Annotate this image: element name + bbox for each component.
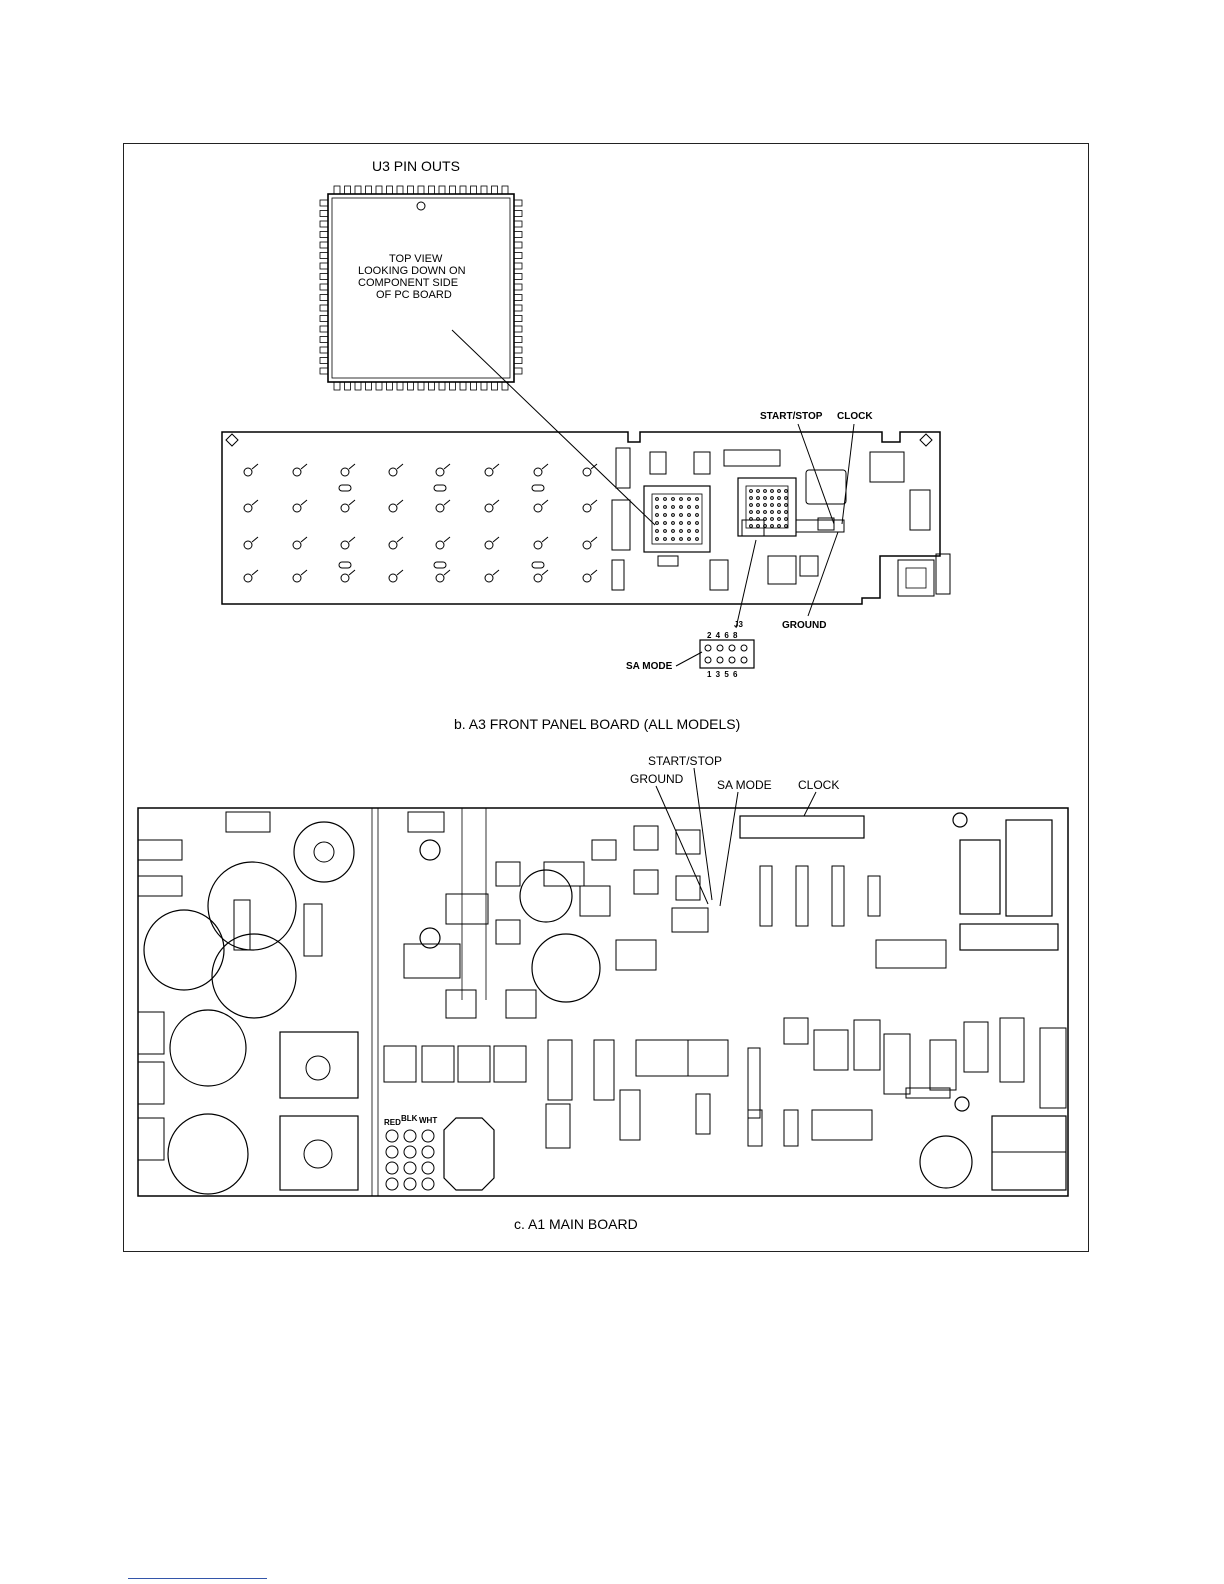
a1-j640-connector bbox=[1040, 1028, 1066, 1108]
a1-ic-chip bbox=[814, 1030, 848, 1070]
a1-terminal bbox=[404, 1130, 416, 1142]
a1-terminal bbox=[404, 1178, 416, 1190]
a1-ic-chip bbox=[548, 1040, 572, 1100]
a1-terminal bbox=[404, 1146, 416, 1158]
a1-ic-chip bbox=[620, 1090, 640, 1140]
a1-ic-chip bbox=[636, 1040, 688, 1076]
a1-ic-chip bbox=[876, 940, 946, 968]
a1-ic-chip bbox=[930, 1040, 956, 1090]
a1-cap-c407 bbox=[168, 1114, 248, 1194]
a1-sa-mode-leader bbox=[720, 792, 738, 906]
a1-terminal bbox=[404, 1162, 416, 1174]
a1-ic-chip bbox=[546, 1104, 570, 1148]
a1-ic-chip bbox=[796, 866, 808, 926]
a1-ic-chip bbox=[544, 862, 584, 886]
a1-ic-chip bbox=[964, 1022, 988, 1072]
a1-ic-chip bbox=[592, 840, 616, 860]
a1-ic-chip bbox=[784, 1018, 808, 1044]
a1-cap-c405 bbox=[212, 934, 296, 1018]
a1-cap-c410 bbox=[294, 822, 354, 882]
a1-caption: c. A1 MAIN BOARD bbox=[514, 1216, 638, 1232]
a1-clock-label: CLOCK bbox=[798, 778, 839, 792]
a1-terminal bbox=[422, 1130, 434, 1142]
a1-sa-mode-label: SA MODE bbox=[717, 778, 772, 792]
a1-j601-connector bbox=[992, 1116, 1066, 1190]
a1-cap-c643 bbox=[532, 934, 600, 1002]
a1-terminal bbox=[386, 1178, 398, 1190]
a1-board-outline bbox=[138, 808, 1068, 1196]
a1-cap-c642 bbox=[520, 870, 572, 922]
a1-ic-chip bbox=[446, 990, 476, 1018]
a1-terminal bbox=[386, 1162, 398, 1174]
a1-terminal bbox=[422, 1146, 434, 1158]
a1-ic-chip bbox=[616, 940, 656, 970]
a1-ic-chip bbox=[868, 876, 880, 916]
a1-blk-label: BLK bbox=[401, 1114, 417, 1123]
a1-ic-chip bbox=[580, 886, 610, 916]
a1-ic-chip bbox=[760, 866, 772, 926]
a1-start-stop-leader bbox=[694, 768, 712, 900]
a1-u604-chip bbox=[740, 816, 864, 838]
a1-ic-chip bbox=[748, 1048, 760, 1118]
a1-ic-chip bbox=[784, 1110, 798, 1146]
a1-ic-array bbox=[446, 840, 1024, 1148]
a1-j451-connector bbox=[1006, 820, 1052, 916]
footer-rule bbox=[128, 1578, 267, 1579]
a1-start-stop-label: START/STOP bbox=[648, 754, 722, 768]
a1-cap-c650 bbox=[920, 1136, 972, 1188]
a1-ic-chip bbox=[854, 1020, 880, 1070]
a1-hf-fuse bbox=[960, 924, 1058, 950]
a1-ic-chip bbox=[688, 1040, 728, 1076]
a1-terminal bbox=[386, 1146, 398, 1158]
a1-regulator-q404 bbox=[280, 1032, 358, 1098]
a1-red-label: RED bbox=[384, 1118, 401, 1127]
a1-ic-chip bbox=[672, 908, 708, 932]
a1-regulator-q403 bbox=[280, 1116, 358, 1190]
a1-terminal bbox=[386, 1130, 398, 1142]
a1-ic-chip bbox=[1000, 1018, 1024, 1082]
a1-ground-label: GROUND bbox=[630, 772, 683, 786]
a1-octagon-socket bbox=[444, 1118, 494, 1190]
a1-wht-label: WHT bbox=[419, 1116, 437, 1125]
a1-cap-c406 bbox=[170, 1010, 246, 1086]
a1-ic-chip bbox=[812, 1110, 872, 1140]
a1-terminal bbox=[422, 1162, 434, 1174]
a1-terminal bbox=[422, 1178, 434, 1190]
a1-wire-terminals bbox=[386, 1130, 434, 1190]
a1-clock-leader bbox=[804, 792, 816, 816]
a1-ic-chip bbox=[884, 1034, 910, 1094]
a1-ic-chip bbox=[594, 1040, 614, 1100]
a1-transformer bbox=[960, 840, 1000, 914]
a1-ic-chip bbox=[832, 866, 844, 926]
a1-ic-chip bbox=[696, 1094, 710, 1134]
a1-ic-chip bbox=[506, 990, 536, 1018]
